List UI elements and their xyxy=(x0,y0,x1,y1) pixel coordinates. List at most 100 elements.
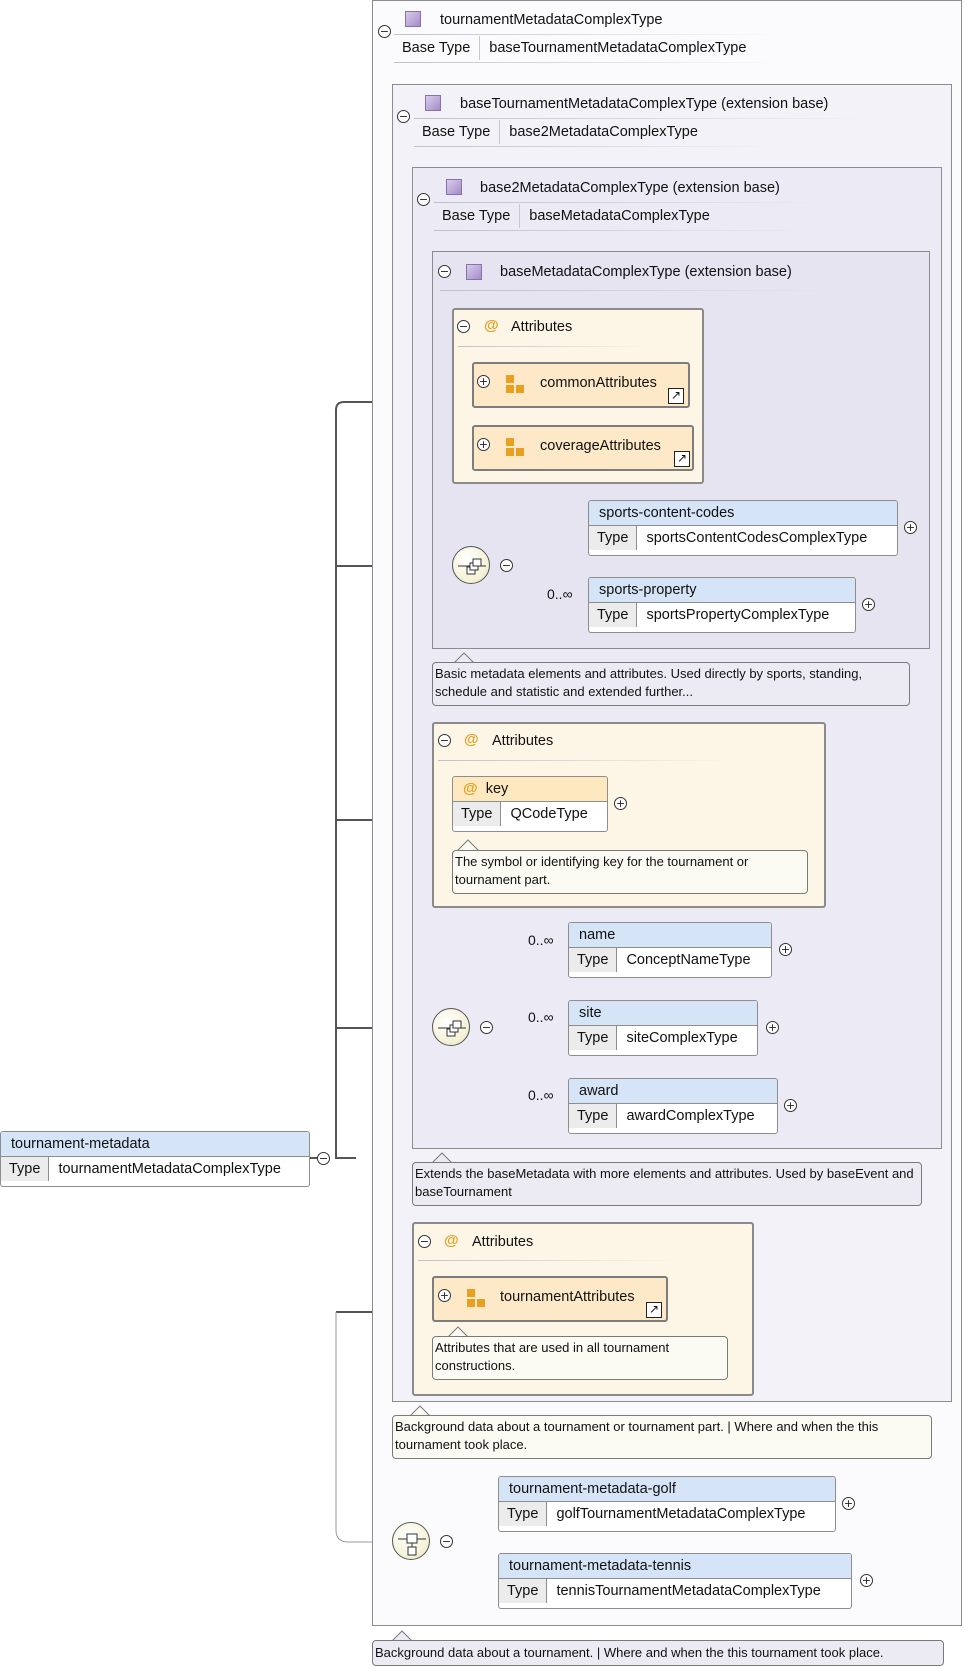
expand-attribute-group-toggle[interactable]: + xyxy=(438,1289,451,1302)
attribute-group-name: commonAttributes xyxy=(540,375,657,391)
expand-element-toggle[interactable]: + xyxy=(860,1574,873,1587)
complex-type-icon xyxy=(446,179,462,195)
title-underline xyxy=(434,202,824,203)
collapse-sequence-toggle[interactable]: − xyxy=(500,559,513,572)
expand-attribute-toggle[interactable]: + xyxy=(614,797,627,810)
base-type-label: Base Type xyxy=(434,204,521,228)
base-type-value: baseMetadataComplexType xyxy=(529,208,710,224)
base-type-value: base2MetadataComplexType xyxy=(509,124,698,140)
attribute-group-icon xyxy=(467,1289,485,1307)
attribute-name-row: @ key xyxy=(453,777,607,802)
complex-type-icon xyxy=(405,11,421,27)
at-sign-icon: @ xyxy=(484,317,499,334)
note-pointer xyxy=(446,1326,470,1338)
element-tournament-metadata-tennis[interactable]: tournament-metadata-tennis Type tennisTou… xyxy=(498,1553,852,1609)
ext1-name: baseTournamentMetadataComplexType (exten… xyxy=(460,96,829,112)
row-underline xyxy=(394,62,784,63)
note-pointer xyxy=(430,1152,454,1164)
element-site[interactable]: site Type siteComplexType xyxy=(568,1000,758,1056)
title-underline xyxy=(438,760,728,761)
row-underline xyxy=(434,230,814,231)
base-type-row: Base Type baseTournamentMetadataComplexT… xyxy=(394,36,755,60)
collapse-choice-toggle[interactable]: − xyxy=(440,1535,453,1548)
ext2-name: base2MetadataComplexType (extension base… xyxy=(480,180,780,196)
type-row: Type sportsContentCodesComplexType xyxy=(589,526,897,550)
collapse-ext2-toggle[interactable]: − xyxy=(417,193,430,206)
type-label: Type xyxy=(569,1026,618,1050)
collapse-attributes-toggle[interactable]: − xyxy=(418,1235,431,1248)
collapse-sequence-toggle[interactable]: − xyxy=(480,1021,493,1034)
choice-compositor-icon[interactable] xyxy=(392,1522,430,1560)
sequence-compositor-icon[interactable] xyxy=(452,546,490,584)
at-sign-icon: @ xyxy=(463,780,478,797)
element-sports-content-codes[interactable]: sports-content-codes Type sportsContentCo… xyxy=(588,500,898,556)
type-label: Type xyxy=(499,1502,548,1526)
type-label: Type xyxy=(589,603,638,627)
choice-glyph xyxy=(398,1533,426,1556)
collapse-element-toggle[interactable]: − xyxy=(317,1152,330,1165)
title-underline xyxy=(394,34,784,35)
title-underline xyxy=(440,290,830,291)
collapse-complex-type-toggle[interactable]: − xyxy=(378,25,391,38)
type-value: sportsContentCodesComplexType xyxy=(646,530,868,546)
expand-element-toggle[interactable]: + xyxy=(862,598,875,611)
note-pointer xyxy=(408,1405,432,1417)
attribute-group-icon xyxy=(506,438,524,456)
attributes-label: Attributes xyxy=(511,319,573,335)
expand-element-toggle[interactable]: + xyxy=(779,943,792,956)
element-name: sports-content-codes xyxy=(589,501,897,526)
at-sign-icon: @ xyxy=(444,1232,459,1249)
expand-element-toggle[interactable]: + xyxy=(904,521,917,534)
base-type-label: Base Type xyxy=(414,120,501,144)
note-pointer xyxy=(390,1630,414,1642)
annotation-ext2: Extends the baseMetadata with more eleme… xyxy=(412,1162,922,1206)
element-name: site xyxy=(569,1001,757,1026)
expand-element-toggle[interactable]: + xyxy=(842,1497,855,1510)
type-value: ConceptNameType xyxy=(626,952,751,968)
note-pointer xyxy=(452,652,476,664)
collapse-ext1-toggle[interactable]: − xyxy=(397,110,410,123)
base-type-label: Base Type xyxy=(394,36,481,60)
type-value: siteComplexType xyxy=(626,1030,738,1046)
attributes-label: Attributes xyxy=(472,1234,534,1250)
expand-element-toggle[interactable]: + xyxy=(784,1099,797,1112)
attribute-group-icon xyxy=(506,375,524,393)
title-underline xyxy=(418,1260,678,1261)
type-value: tournamentMetadataComplexType xyxy=(58,1161,281,1177)
attribute-group-common[interactable] xyxy=(472,362,690,408)
ext3-name: baseMetadataComplexType (extension base) xyxy=(500,264,792,280)
element-name: tournament-metadata-golf xyxy=(499,1477,835,1502)
expand-attribute-group-toggle[interactable]: + xyxy=(477,375,490,388)
collapse-ext3-toggle[interactable]: − xyxy=(438,265,451,278)
collapse-attributes-toggle[interactable]: − xyxy=(457,320,470,333)
type-row: Type siteComplexType xyxy=(569,1026,757,1050)
shortcut-arrow-icon[interactable]: ↗ xyxy=(674,451,690,467)
expand-attribute-group-toggle[interactable]: + xyxy=(477,438,490,451)
attribute-group-name: coverageAttributes xyxy=(540,438,661,454)
element-name: tournament-metadata-tennis xyxy=(499,1554,851,1579)
shortcut-arrow-icon[interactable]: ↗ xyxy=(646,1302,662,1318)
collapse-attributes-toggle[interactable]: − xyxy=(438,734,451,747)
type-value: awardComplexType xyxy=(626,1108,755,1124)
multiplicity-label: 0..∞ xyxy=(547,586,573,602)
type-value: tennisTournamentMetadataComplexType xyxy=(556,1583,821,1599)
type-label: Type xyxy=(499,1579,548,1603)
expand-element-toggle[interactable]: + xyxy=(766,1021,779,1034)
at-sign-icon: @ xyxy=(464,731,479,748)
type-label: Type xyxy=(589,526,638,550)
type-value: QCodeType xyxy=(510,806,588,822)
element-name: sports-property xyxy=(589,578,855,603)
shortcut-arrow-icon[interactable]: ↗ xyxy=(668,388,684,404)
sequence-compositor-icon[interactable] xyxy=(432,1008,470,1046)
element-name: award xyxy=(569,1079,777,1104)
multiplicity-label: 0..∞ xyxy=(528,1087,554,1103)
